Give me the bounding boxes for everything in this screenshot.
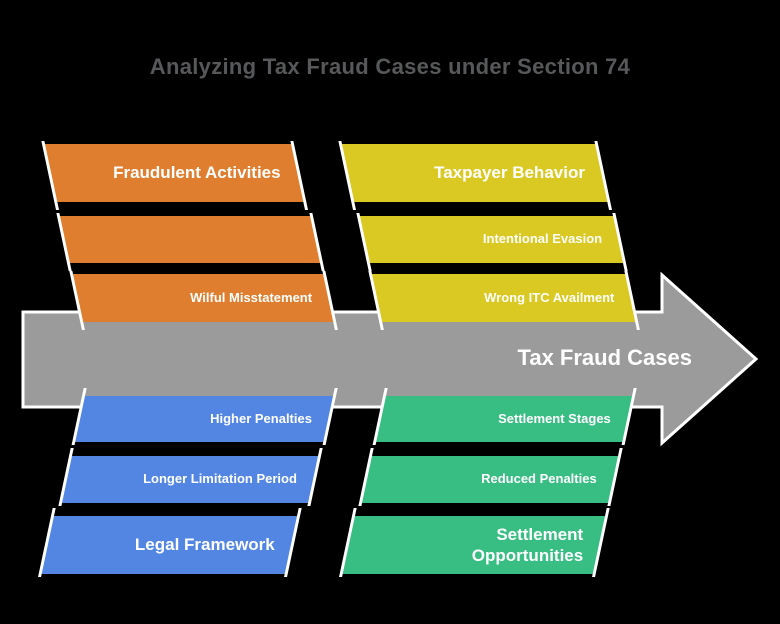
box-label: Reduced Penalties xyxy=(481,471,598,487)
box-settlement-opportunities-header: Settlement Opportunities xyxy=(340,516,607,574)
box-longer-limitation-period: Longer Limitation Period xyxy=(60,456,321,503)
box-settlement-stages: Settlement Stages xyxy=(374,396,634,442)
arrow-label: Tax Fraud Cases xyxy=(517,345,692,370)
box-fraudulent-activities-item-blank xyxy=(58,216,322,263)
box-wrong-itc-availment: Wrong ITC Availment xyxy=(370,274,638,322)
page-title: Analyzing Tax Fraud Cases under Section … xyxy=(149,54,631,79)
box-label: Legal Framework xyxy=(135,535,275,555)
box-legal-framework-header: Legal Framework xyxy=(39,516,299,574)
box-label: Wilful Misstatement xyxy=(190,289,313,305)
box-label: Settlement Stages xyxy=(498,410,612,426)
box-reduced-penalties: Reduced Penalties xyxy=(360,456,620,503)
box-wilful-misstatement: Wilful Misstatement xyxy=(71,274,336,322)
box-label: Wrong ITC Availment xyxy=(483,289,615,305)
box-fraudulent-activities-header: Fraudulent Activities xyxy=(43,144,306,202)
box-label: Longer Limitation Period xyxy=(143,471,298,487)
box-higher-penalties: Higher Penalties xyxy=(73,396,335,442)
box-taxpayer-behavior-header: Taxpayer Behavior xyxy=(340,144,610,202)
box-label: Fraudulent Activities xyxy=(113,163,282,183)
box-label: Intentional Evasion xyxy=(482,231,602,247)
box-intentional-evasion: Intentional Evasion xyxy=(358,216,625,263)
box-label: Taxpayer Behavior xyxy=(434,163,586,183)
box-label: Settlement Opportunities xyxy=(471,524,583,565)
box-label: Higher Penalties xyxy=(210,410,313,426)
